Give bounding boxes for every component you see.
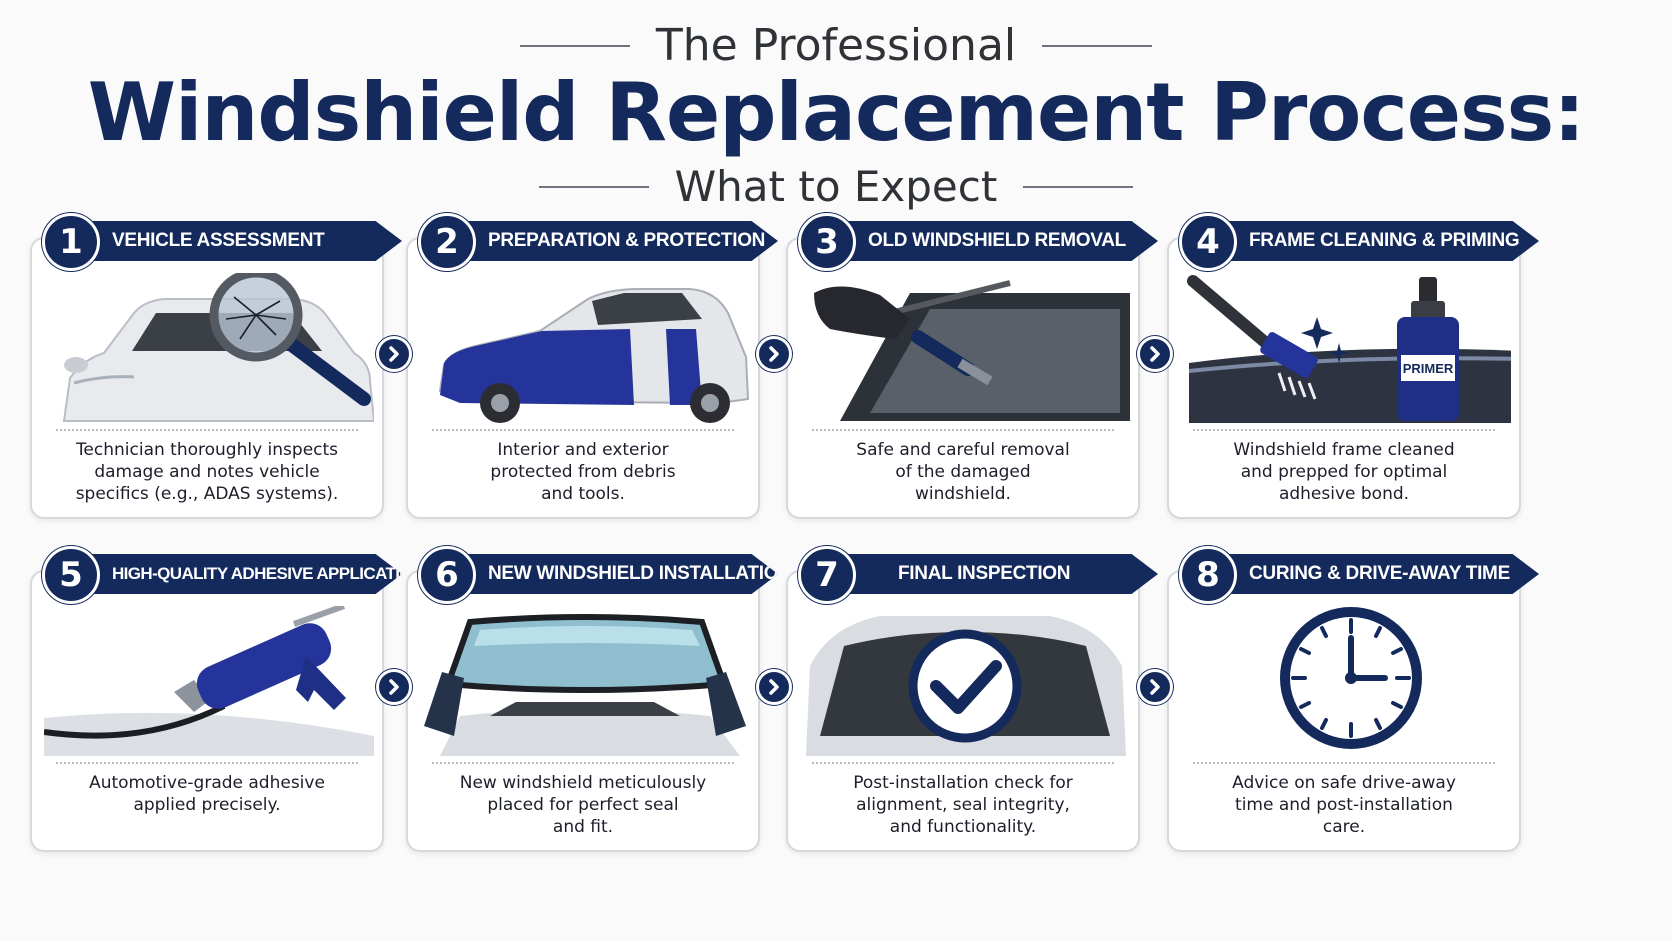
step-description: Windshield frame cleaned and prepped for… [1189,439,1499,505]
rule-left [519,44,630,47]
next-step-arrow-icon [1137,336,1173,372]
desc-line: Safe and careful removal [856,440,1070,460]
step-number-badge: 4 [1179,213,1237,271]
step-number-badge: 3 [798,213,856,271]
desc-line: Interior and exterior [497,440,669,460]
step-title: VEHICLE ASSESSMENT [72,221,402,261]
desc-line: New windshield meticulously [459,773,707,793]
desc-line: protected from debris [490,462,676,482]
rule-right [1042,44,1153,47]
divider [1193,429,1495,431]
header: The Professional Windshield Replacement … [0,0,1672,215]
rule-right [1023,185,1134,188]
divider [56,429,358,431]
step-title: PREPARATION & PROTECTION [448,221,778,261]
desc-line: Automotive-grade adhesive [89,773,325,793]
brush-primer-icon: PRIMER [1187,275,1511,423]
step-card-7: FINAL INSPECTION 7 Post-installation che… [786,546,1158,852]
desc-line: of the damaged [895,462,1031,482]
desc-line: and fit. [552,817,614,837]
step-title: NEW WINDSHIELD INSTALLATION [448,554,778,594]
step-description: New windshield meticulously placed for p… [428,772,738,838]
desc-line: care. [1322,817,1366,837]
primer-label: PRIMER [1403,361,1454,376]
desc-line: and prepped for optimal [1240,462,1448,482]
windshield-install-icon [424,614,746,756]
desc-line: Post-installation check for [853,773,1073,793]
subtitle-bottom: What to Expect [0,162,1672,211]
step-card-6: NEW WINDSHIELD INSTALLATION 6 New windsh… [406,546,778,852]
checkmark-icon [806,616,1126,756]
desc-line: applied precisely. [133,795,281,815]
divider [432,429,734,431]
step-title: FINAL INSPECTION [828,554,1158,594]
divider [1193,762,1495,764]
clock-icon [1280,607,1422,749]
step-description: Interior and exterior protected from deb… [428,439,738,505]
desc-line: adhesive bond. [1278,484,1410,504]
rule-left [538,185,649,188]
desc-line: alignment, seal integrity, [856,795,1070,815]
step-number-badge: 6 [418,546,476,604]
step-card-2: PREPARATION & PROTECTION 2 Interior and … [406,213,778,519]
magnifier-car-icon [62,273,374,422]
step-number-badge: 8 [1179,546,1237,604]
removal-tool-icon [814,280,1130,421]
subtitle-top-text: The Professional [655,20,1017,71]
step-number-badge: 7 [798,546,856,604]
desc-line: Advice on safe drive-away [1232,773,1456,793]
step-title: OLD WINDSHIELD REMOVAL [828,221,1158,261]
desc-line: placed for perfect seal [487,795,679,815]
step-description: Safe and careful removal of the damaged … [808,439,1118,505]
step-title: CURING & DRIVE-AWAY TIME [1209,554,1539,594]
step-description: Automotive-grade adhesive applied precis… [52,772,362,816]
caulk-gun-icon [44,606,374,756]
step-description: Technician thoroughly inspects damage an… [52,439,362,505]
step-number-badge: 5 [42,546,100,604]
desc-line: windshield. [915,484,1011,504]
covered-car-icon [438,288,750,423]
step-card-1: VEHICLE ASSESSMENT 1 Technician thorough… [30,213,402,519]
subtitle-top: The Professional [0,20,1672,71]
desc-line: damage and notes vehicle [94,462,320,482]
divider [56,762,358,764]
step-card-8: CURING & DRIVE-AWAY TIME 8 Advice on saf… [1167,546,1539,852]
step-title: FRAME CLEANING & PRIMING [1209,221,1539,261]
desc-line: specifics (e.g., ADAS systems). [75,484,339,504]
divider [432,762,734,764]
next-step-arrow-icon [756,669,792,705]
step-number-badge: 1 [42,213,100,271]
step-description: Advice on safe drive-away time and post-… [1189,772,1499,838]
step-description: Post-installation check for alignment, s… [808,772,1118,838]
desc-line: and functionality. [889,817,1037,837]
page-title: Windshield Replacement Process: [87,66,1586,159]
step-card-5: HIGH-QUALITY ADHESIVE APPLICATION 5 Auto… [30,546,402,852]
next-step-arrow-icon [376,669,412,705]
subtitle-bottom-text: What to Expect [674,162,998,211]
step-number-badge: 2 [418,213,476,271]
step-title: HIGH-QUALITY ADHESIVE APPLICATION [72,554,402,594]
next-step-arrow-icon [376,336,412,372]
divider [812,762,1114,764]
divider [812,429,1114,431]
next-step-arrow-icon [1137,669,1173,705]
next-step-arrow-icon [756,336,792,372]
desc-line: time and post-installation [1235,795,1453,815]
step-card-4: FRAME CLEANING & PRIMING 4 PRIMER Windsh… [1167,213,1539,519]
desc-line: Technician thoroughly inspects [75,440,339,460]
desc-line: and tools. [541,484,625,504]
desc-line: Windshield frame cleaned [1233,440,1455,460]
step-card-3: OLD WINDSHIELD REMOVAL 3 Safe and carefu… [786,213,1158,519]
